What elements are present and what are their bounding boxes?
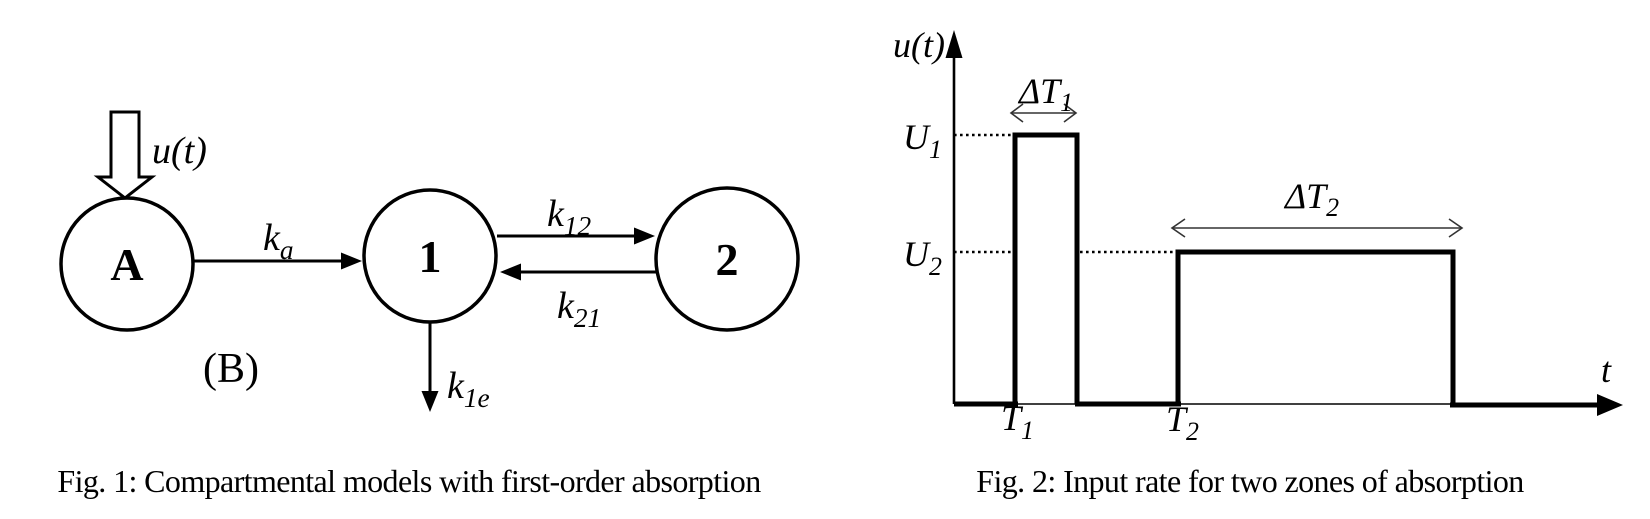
t2-tick-label: T2 xyxy=(1166,399,1199,446)
arrowhead-icon xyxy=(421,391,439,412)
compartment-a xyxy=(59,196,195,332)
arrow-ka xyxy=(194,252,362,270)
arrow-k12 xyxy=(497,227,655,245)
chevron-right-icon xyxy=(1448,218,1464,238)
compartment-1-label: 1 xyxy=(419,231,442,282)
compartment-a-label: A xyxy=(110,239,143,290)
dt2-span-arrow xyxy=(1170,218,1464,238)
fig2-caption: Fig. 2: Input rate for two zones of abso… xyxy=(976,463,1524,499)
arrowhead-icon xyxy=(500,263,521,281)
chevron-left-icon xyxy=(1009,103,1024,123)
chevron-left-icon xyxy=(1170,218,1186,238)
pulse-1 xyxy=(1012,132,1080,404)
rate-k21-label: k21 xyxy=(557,285,601,333)
x-axis-arrowhead-icon xyxy=(1597,394,1623,416)
arrow-k1e xyxy=(421,322,439,412)
arrowhead-icon xyxy=(634,227,655,245)
pulse-2 xyxy=(1175,249,1456,404)
arrowhead-icon xyxy=(341,252,362,270)
input-arrow-icon xyxy=(93,110,157,200)
fig1-input-label: u(t) xyxy=(152,130,207,172)
fig1-variant-label: (B) xyxy=(203,346,259,392)
x-axis-label: t xyxy=(1601,350,1612,390)
dt2-label: ΔT2 xyxy=(1283,176,1339,222)
compartment-2-label: 2 xyxy=(716,234,739,285)
u1-level-label: U1 xyxy=(903,117,942,164)
fig1-caption: Fig. 1: Compartmental models with first-… xyxy=(57,463,761,499)
chevron-right-icon xyxy=(1063,103,1078,123)
y-axis-arrowhead-icon xyxy=(945,30,963,58)
y-axis-label: u(t) xyxy=(893,25,945,65)
t1-tick-label: T1 xyxy=(1001,398,1034,445)
compartment-2 xyxy=(654,186,800,332)
dt1-label: ΔT1 xyxy=(1017,71,1073,117)
fig1-diagram: u(t) A ka 1 2 k12 k21 xyxy=(59,110,800,413)
rate-k1e-label: k1e xyxy=(447,365,490,413)
arrow-k21 xyxy=(500,263,656,281)
u2-level-label: U2 xyxy=(903,234,942,281)
rate-k12-label: k12 xyxy=(547,193,592,241)
rate-ka-label: ka xyxy=(263,217,294,265)
dt1-span-arrow xyxy=(1009,103,1078,123)
fig2-plot: u(t) t U1 U2 T1 T2 ΔT1 xyxy=(893,25,1623,446)
